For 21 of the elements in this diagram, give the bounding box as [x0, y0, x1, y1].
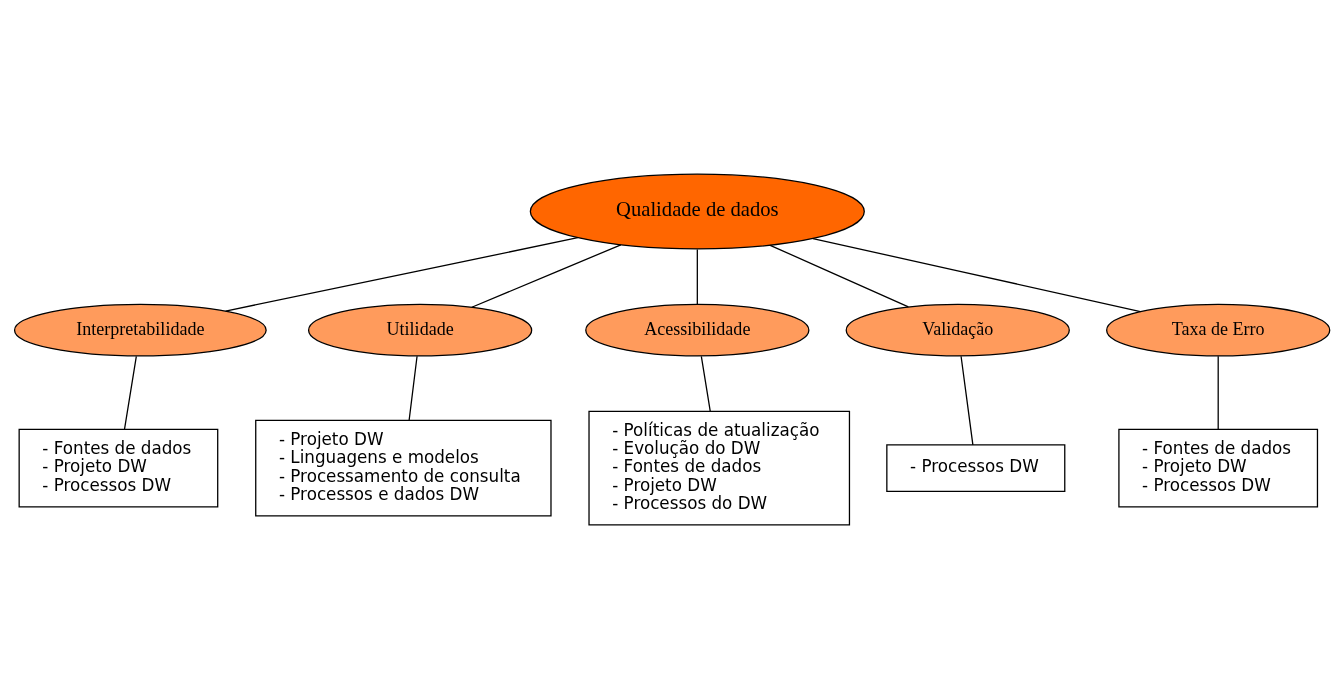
connector	[812, 237, 1142, 312]
connector	[960, 355, 974, 445]
node-ellipse: Utilidade	[307, 303, 533, 357]
node-ellipse: Acessibilidade	[585, 303, 810, 357]
node-ellipse: Qualidade de dados	[529, 173, 865, 250]
node-box: - Políticas de atualização - Evolução do DW - Fontes de dados - Projeto DW - Processos do DW	[588, 410, 851, 525]
node-ellipse: Validação	[845, 303, 1070, 357]
connector	[471, 243, 622, 308]
node-box: - Fontes de dados - Projeto DW - Processos DW	[18, 428, 219, 507]
node-ellipse: Taxa de Erro	[1106, 303, 1331, 357]
connector	[696, 248, 698, 305]
connector	[769, 244, 910, 307]
node-ellipse: Interpretabilidade	[13, 303, 267, 357]
connector	[408, 355, 418, 421]
node-box: - Projeto DW - Linguagens e modelos - Processamento de consulta - Processos e dados DW	[255, 419, 552, 516]
connector	[1217, 355, 1219, 430]
connector	[123, 355, 137, 430]
node-box: - Processos DW	[886, 443, 1066, 492]
node-box: - Fontes de dados - Projeto DW - Processos DW	[1118, 428, 1319, 507]
connector	[700, 355, 711, 412]
connector	[224, 236, 579, 312]
